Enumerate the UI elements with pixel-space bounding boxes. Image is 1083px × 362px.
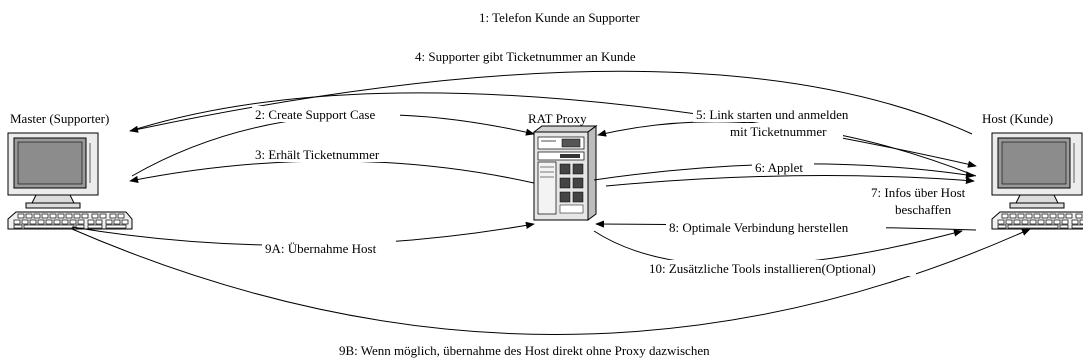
edge-2-arrow bbox=[131, 114, 535, 177]
master-node: Master (Supporter) bbox=[7, 111, 133, 230]
edge-7-arrow bbox=[605, 175, 975, 187]
edge-9b-arrow bbox=[71, 228, 1031, 335]
edge-8-label: 8: Optimale Verbindung herstellen bbox=[669, 220, 849, 235]
host-computer-icon bbox=[991, 132, 1083, 230]
master-computer-icon bbox=[7, 132, 133, 230]
edge-7-label: 7: Infos über Host bbox=[871, 185, 966, 200]
host-node: Host (Kunde) bbox=[982, 111, 1083, 230]
server-tower-icon bbox=[532, 125, 598, 221]
master-label: Master (Supporter) bbox=[10, 111, 109, 126]
edge-3-label: 3: Erhält Ticketnummer bbox=[255, 147, 380, 162]
edge-9a-label: 9A: Übernahme Host bbox=[265, 241, 377, 256]
proxy-node: RAT Proxy bbox=[528, 111, 598, 221]
edge-2-label: 2: Create Support Case bbox=[255, 107, 375, 122]
edge-9b-label: 9B: Wenn möglich, übernahme des Host dir… bbox=[339, 343, 710, 358]
edge-4-label: 4: Supporter gibt Ticketnummer an Kunde bbox=[415, 49, 636, 64]
edge-5-label: 5: Link starten und anmelden bbox=[696, 107, 849, 122]
edge-3-arrow bbox=[129, 160, 535, 184]
proxy-label: RAT Proxy bbox=[528, 111, 587, 126]
edge-labels: 1: Telefon Kunde an Supporter 4: Support… bbox=[252, 9, 988, 358]
edge-6-label: 6: Applet bbox=[755, 160, 803, 175]
edge-7-label-line2: beschaffen bbox=[895, 202, 952, 217]
host-label: Host (Kunde) bbox=[982, 111, 1053, 126]
edge-10-label: 10: Zusätzliche Tools installieren(Optio… bbox=[649, 261, 876, 276]
edge-1-label: 1: Telefon Kunde an Supporter bbox=[479, 10, 640, 25]
edge-1-arrow bbox=[129, 70, 973, 135]
edge-5-label-line2: mit Ticketnummer bbox=[730, 124, 827, 139]
